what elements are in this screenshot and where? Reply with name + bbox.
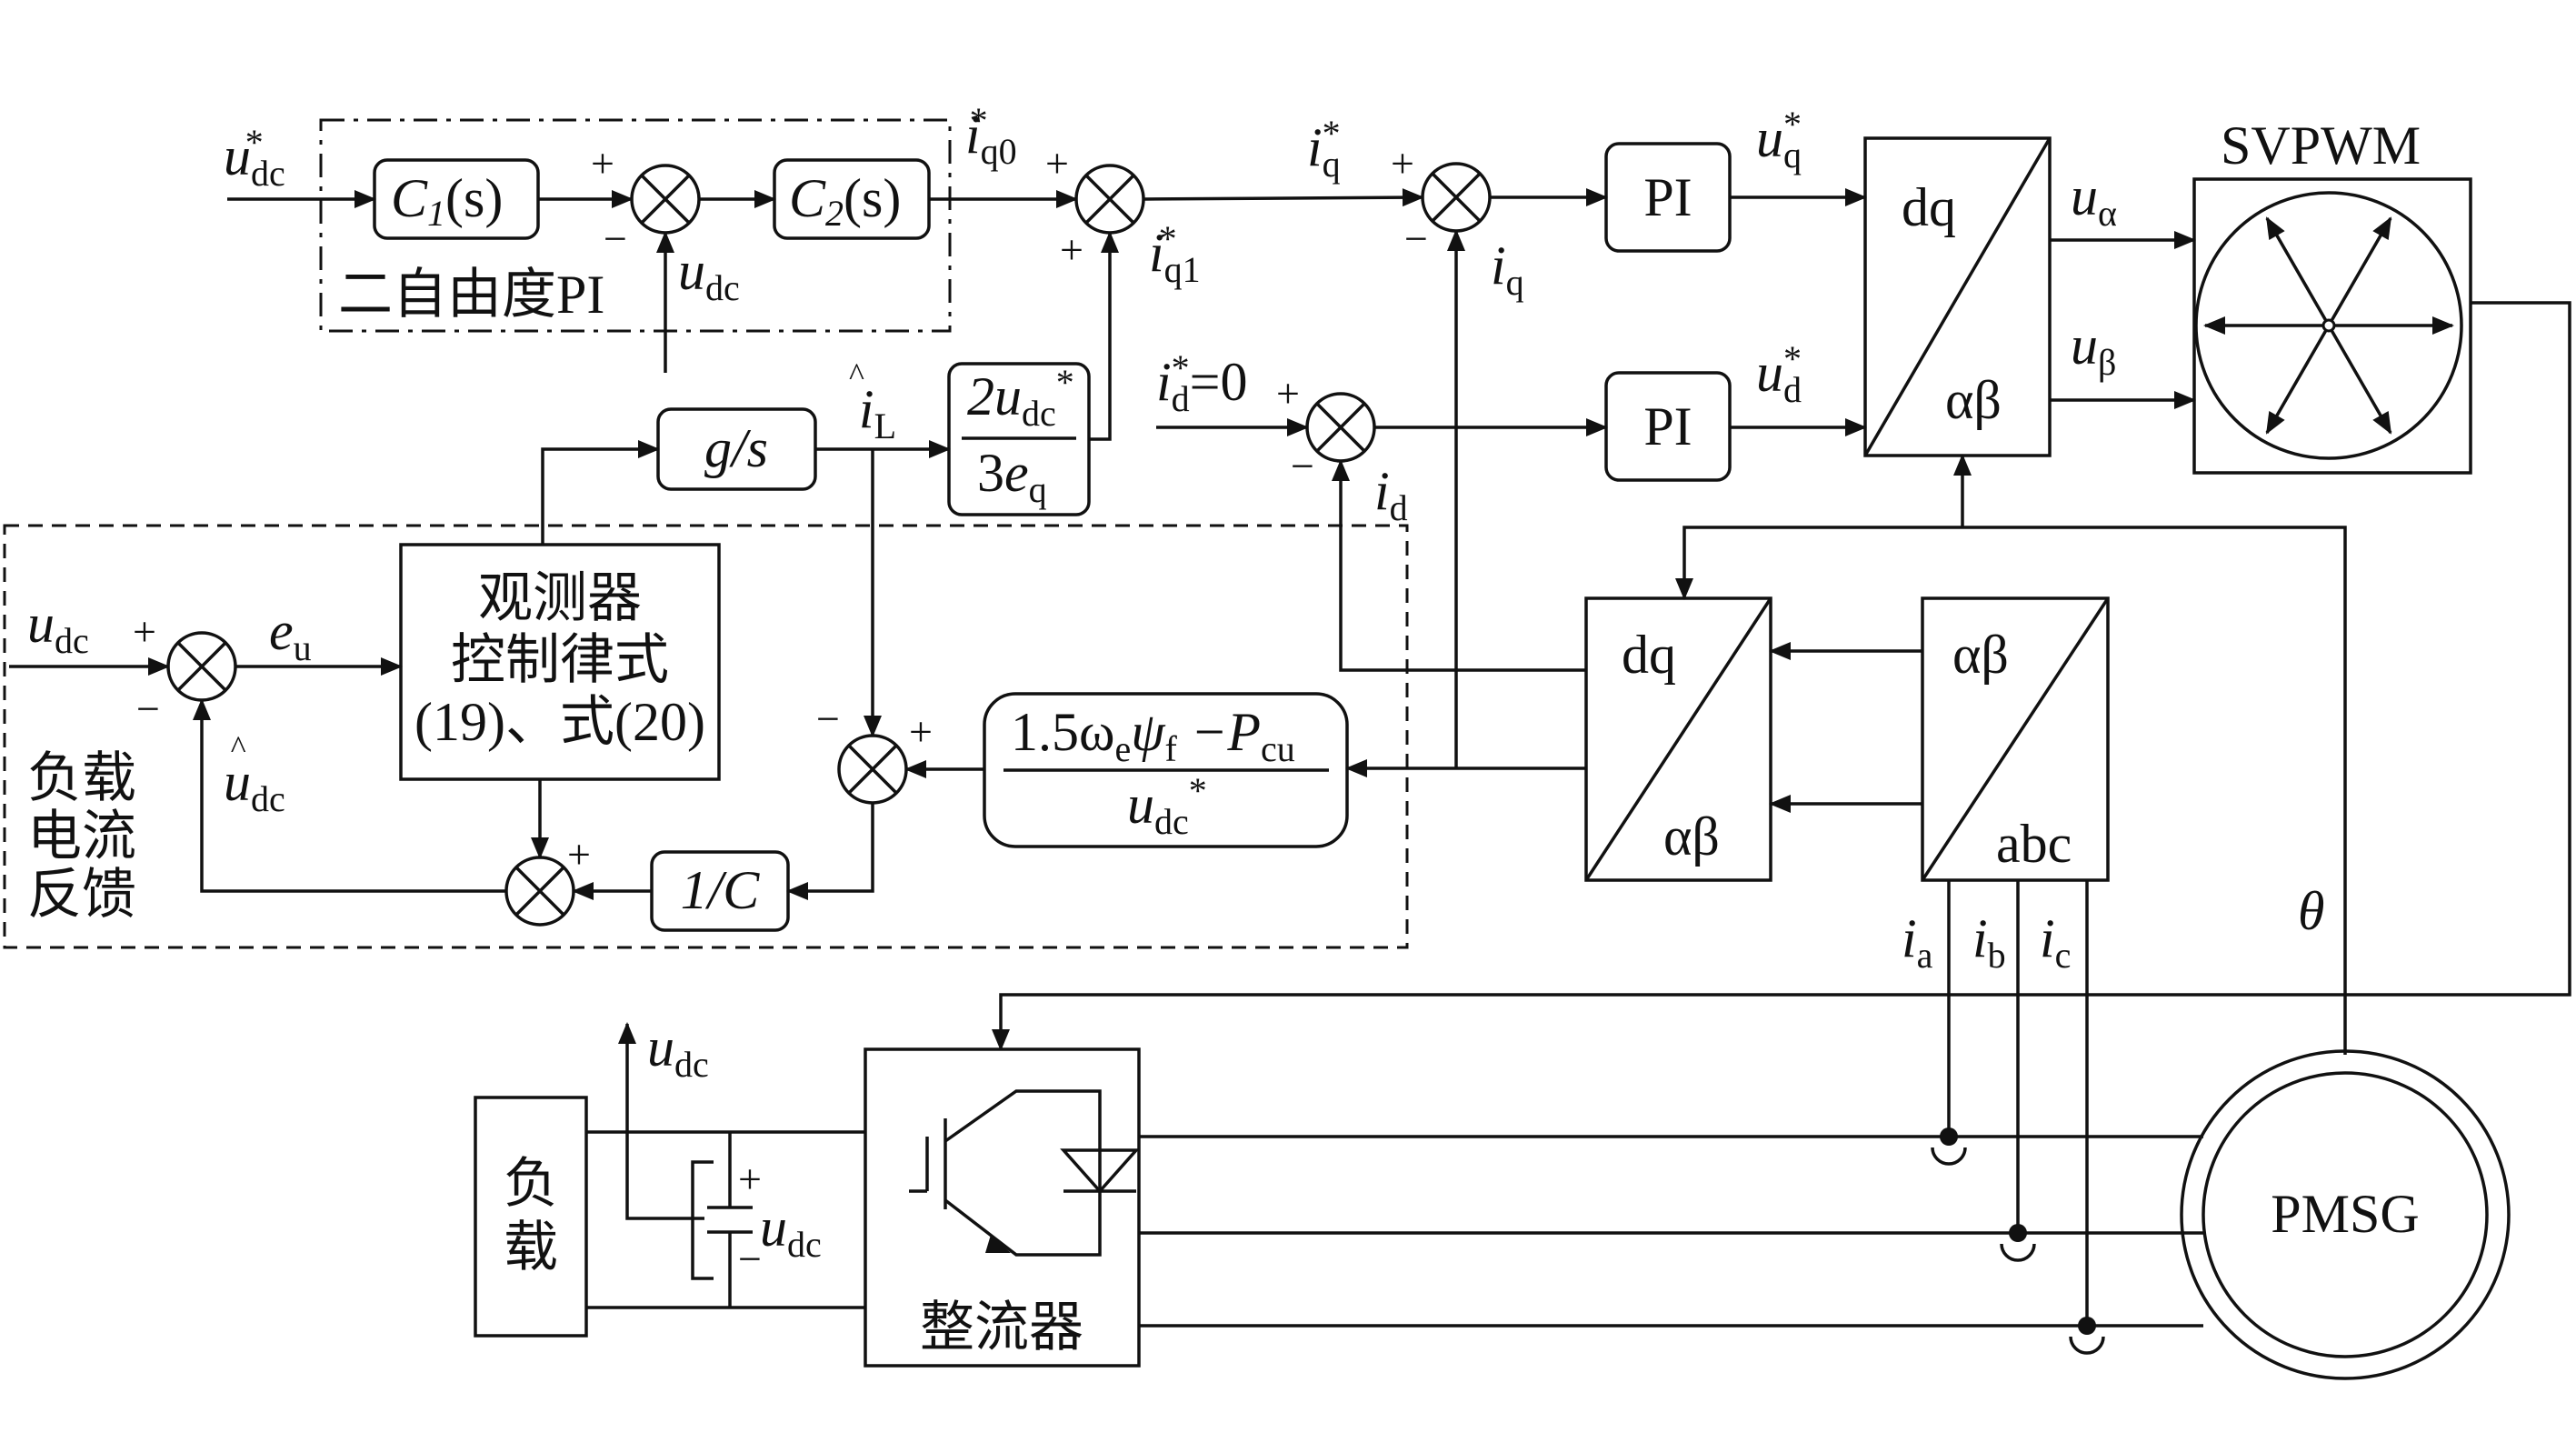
sum1-plus: + <box>591 140 614 186</box>
udc-input-label: udc <box>27 594 89 661</box>
sum1-minus: − <box>604 215 627 262</box>
g-over-s-label: g/s <box>704 418 768 478</box>
ia-label: ia <box>1902 908 1933 976</box>
two-dof-label: 二自由度PI <box>338 265 604 325</box>
eu-label: eu <box>269 601 312 668</box>
sensor-c-icon <box>2078 1317 2096 1335</box>
cap-plus: + <box>738 1156 762 1202</box>
sum-junction-7 <box>504 856 575 927</box>
load-label-2: 载 <box>504 1218 558 1278</box>
sum3-minus: − <box>1404 215 1428 262</box>
observer-block <box>399 543 721 781</box>
c2-label: C2(s) <box>789 168 901 234</box>
load-block <box>474 1096 588 1338</box>
sum7-plus: + <box>567 831 591 877</box>
power-fraction-numerator: 1.5ωeψf −Pcu <box>1011 702 1295 769</box>
sum5-plus: + <box>133 608 156 655</box>
pmsg-inner <box>2202 1071 2489 1358</box>
load-current-feedback-region <box>3 524 1409 949</box>
dq-to-ab-dq: dq <box>1902 177 1956 237</box>
udc-meas-label: udc <box>647 1017 709 1085</box>
ab-to-dq-ab: αβ <box>1663 807 1720 867</box>
id-ref-label: id*=0 <box>1156 347 1248 419</box>
sum4-minus: − <box>1291 443 1314 489</box>
feedback-line1: 负载 <box>27 748 136 808</box>
iq-fb-label: iq <box>1491 235 1524 303</box>
ud-ref-label: ud* <box>1756 338 1802 410</box>
sum4-plus: + <box>1276 370 1300 416</box>
sum-junction-1 <box>630 164 701 235</box>
gain-numerator: 2udc* <box>967 362 1074 434</box>
power-fraction-denominator: udc* <box>1127 770 1207 842</box>
udc-hat-label: udc^ <box>224 729 285 819</box>
sum-junction-5 <box>166 631 237 702</box>
two-dof-pi-region <box>319 118 952 333</box>
pi-d-label: PI <box>1643 396 1692 456</box>
id-fb-label: id <box>1374 461 1408 528</box>
il-hat-label: iL^ <box>849 356 896 446</box>
sum3-plus: + <box>1391 140 1414 186</box>
ab-to-dq-dq: dq <box>1622 625 1676 685</box>
observer-line3: (19)、式(20) <box>414 692 705 752</box>
svpwm-hexagon-icon <box>2194 191 2463 460</box>
gain-denominator: 3eq <box>977 443 1047 510</box>
pmsg-label: PMSG <box>2271 1184 2419 1244</box>
svpwm-vectors-icon <box>2203 216 2454 435</box>
sum-junction-2 <box>1074 164 1145 235</box>
c1-label: C1(s) <box>391 168 503 234</box>
theta-label: θ <box>2298 881 2324 941</box>
udc-ref-label: udc* <box>224 122 285 194</box>
ic-label: ic <box>2040 908 2071 976</box>
udc-fb-label: udc <box>678 241 740 308</box>
cap-udc-label: udc <box>760 1197 822 1265</box>
sensor-b-icon <box>2009 1224 2027 1242</box>
rectifier-label: 整流器 <box>920 1298 1083 1358</box>
observer-line2: 控制律式 <box>451 630 669 690</box>
pmsg-outer <box>2180 1049 2511 1380</box>
sum-junction-6 <box>837 734 908 805</box>
sum-junction-4 <box>1305 392 1376 463</box>
ualpha-label: uα <box>2071 166 2117 234</box>
pi-q-label: PI <box>1643 167 1692 227</box>
iq1-label: iq1* <box>1149 218 1201 290</box>
sum2-plus-top: + <box>1045 140 1069 186</box>
iq-ref-label: iq* <box>1307 113 1341 185</box>
sum-junction-3 <box>1421 162 1492 233</box>
svpwm-title: SVPWM <box>2221 115 2421 175</box>
dq-to-ab-ab: αβ <box>1945 370 2002 430</box>
uq-ref-label: uq* <box>1756 104 1802 175</box>
abc-to-ab-abc: abc <box>1996 814 2072 874</box>
sum5-minus: − <box>136 686 160 732</box>
igbt-icon <box>909 1089 1140 1257</box>
abc-to-ab-ab: αβ <box>1952 625 2009 685</box>
load-label-1: 负 <box>504 1154 558 1214</box>
observer-line1: 观测器 <box>478 568 642 628</box>
ib-label: ib <box>1972 908 2006 976</box>
ubeta-label: uβ <box>2071 316 2116 383</box>
cap-minus: − <box>738 1236 762 1282</box>
feedback-line2: 电流 <box>27 807 136 867</box>
sum6-minus: − <box>816 696 840 742</box>
sum2-plus-bottom: + <box>1060 226 1083 273</box>
feedback-line3: 反馈 <box>27 865 136 925</box>
iq0-label: iq0* <box>965 100 1017 172</box>
sum6-plus: + <box>909 708 933 755</box>
sensor-a-icon <box>1940 1127 1958 1146</box>
inv-c-label: 1/C <box>681 860 761 920</box>
